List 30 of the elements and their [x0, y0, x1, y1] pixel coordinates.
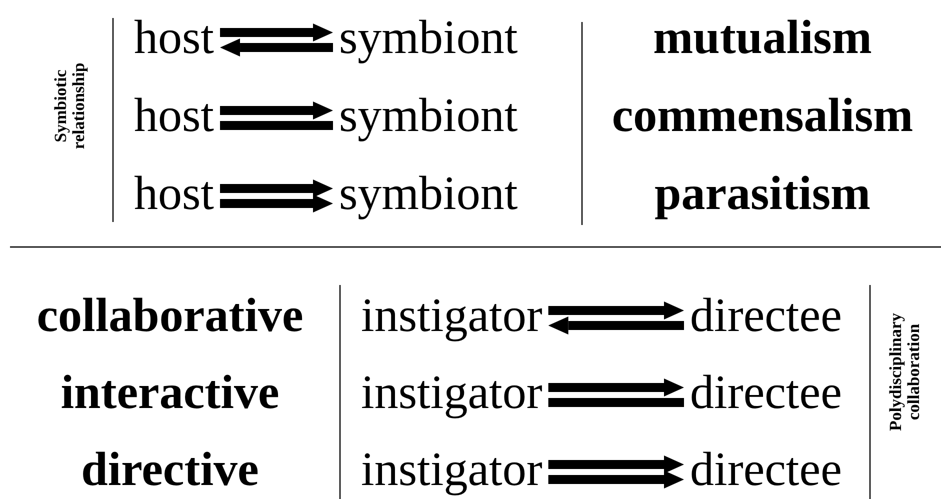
- node-text: instigator: [355, 369, 548, 417]
- node-text: instigator: [355, 292, 548, 340]
- arrow: [220, 24, 333, 42]
- arrow: [220, 180, 333, 198]
- collaboration-type: collaborative: [36, 292, 304, 340]
- node-text: symbiont: [333, 92, 524, 140]
- node-text: host: [128, 92, 220, 140]
- node-text: host: [128, 170, 220, 218]
- arrow: [220, 194, 333, 212]
- node-text: symbiont: [333, 170, 524, 218]
- arrow: [220, 38, 333, 56]
- arrow: [548, 378, 684, 396]
- relationship-type: parasitism: [654, 170, 872, 218]
- node-text: directee: [684, 292, 848, 340]
- side-heading: Polydisciplinary collaboration: [887, 312, 923, 434]
- node-text: directee: [684, 446, 848, 494]
- node-text: instigator: [355, 446, 548, 494]
- collaboration-type: interactive: [60, 369, 280, 417]
- node-text: directee: [684, 369, 848, 417]
- arrow: [548, 470, 684, 488]
- side-heading: Symbiotic relationship: [52, 62, 88, 152]
- arrow: [548, 316, 684, 334]
- arrow: [548, 456, 684, 474]
- relationship-type: commensalism: [610, 92, 914, 140]
- arrow: [548, 302, 684, 320]
- arrow: [220, 102, 333, 120]
- collaboration-type: directive: [80, 446, 260, 494]
- node-text: host: [128, 14, 220, 62]
- node-text: symbiont: [333, 14, 524, 62]
- relationship-type: mutualism: [652, 14, 873, 62]
